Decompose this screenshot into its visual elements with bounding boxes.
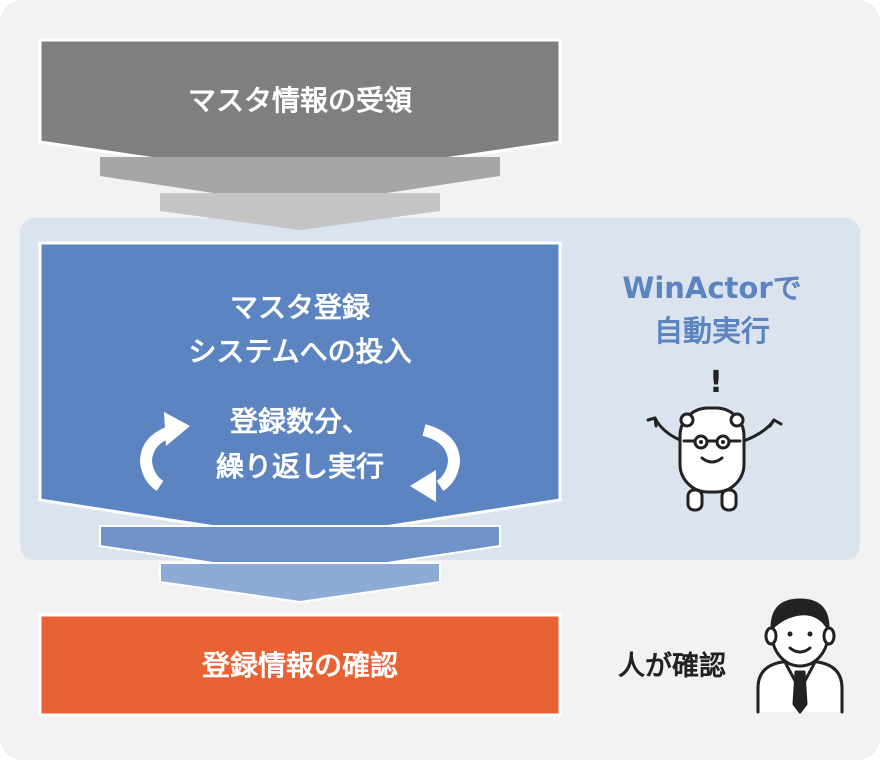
- confirm-step-label: 登録情報の確認: [201, 649, 398, 682]
- input-step-shape: [38, 241, 562, 542]
- input-chevron-1: [99, 525, 501, 578]
- repeat-line-2: 繰り返し実行: [216, 450, 384, 483]
- receive-chevron-2: [160, 193, 440, 230]
- input-title-line-2: システムへの投入: [188, 335, 411, 368]
- receive-chevron-1: [100, 157, 500, 206]
- automation-label-line-2: 自動実行: [654, 314, 770, 348]
- receive-step-label: マスタ情報の受領: [188, 84, 412, 117]
- robot-exclamation: !: [709, 365, 723, 400]
- repeat-line-1: 登録数分、: [229, 405, 370, 438]
- person-icon: [756, 598, 844, 714]
- repeat-arrow-right-icon: [410, 424, 461, 502]
- human-check-label: 人が確認: [618, 650, 726, 682]
- automation-label-line-1: WinActorで: [622, 271, 801, 305]
- input-title-line-1: マスタ登録: [230, 291, 371, 324]
- input-chevron-2: [159, 562, 441, 604]
- repeat-arrow-left-icon: [139, 412, 190, 491]
- confirm-step-shape: [38, 613, 562, 717]
- robot-icon: [646, 406, 783, 512]
